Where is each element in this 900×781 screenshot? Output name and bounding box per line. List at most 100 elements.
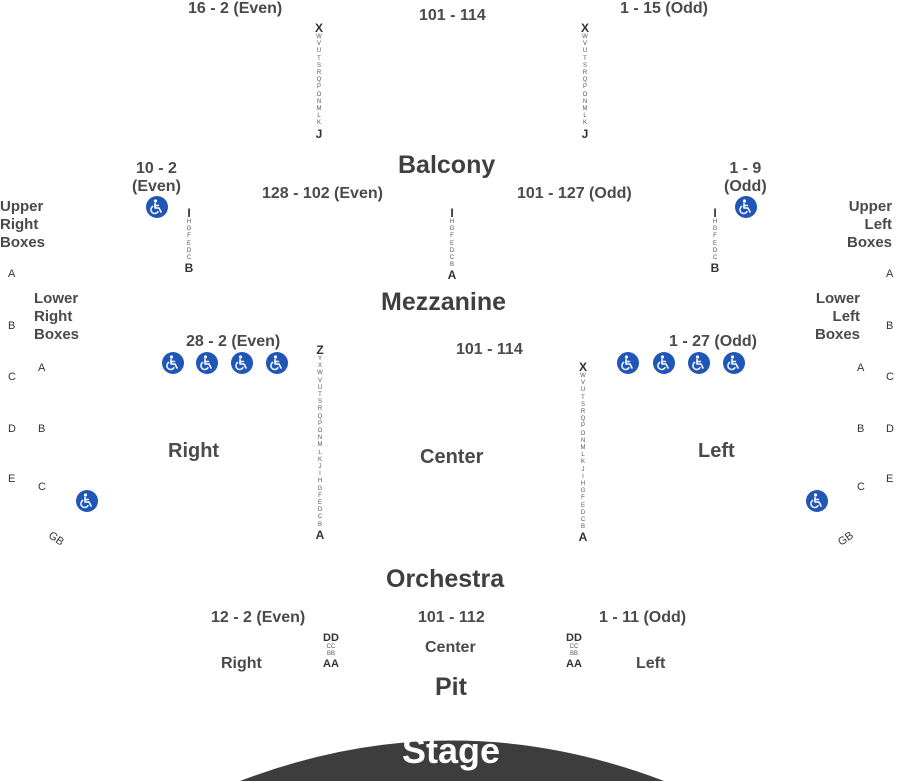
box-row-label: D [886,423,894,435]
row-label: B [580,524,585,531]
row-label: N [580,437,586,444]
row-label: CC [326,644,336,650]
row-label: A [578,530,588,545]
pit-left-aisle-rows: DD CC BB AA [564,632,584,670]
row-label: C [712,255,718,262]
row-label: H [449,219,455,225]
row-label: F [713,233,717,240]
row-label: S [317,399,322,406]
row-label: I [582,473,584,480]
row-label: I [187,206,191,220]
box-label-line: Lower [815,290,861,307]
row-label: V [316,41,321,48]
row-label: O [582,91,588,98]
row-label: R [580,409,586,416]
row-label: F [581,495,585,502]
wheelchair-icon [806,490,828,512]
pit-left-section: Left [636,655,666,672]
row-label: P [317,420,322,427]
row-label: D [317,507,323,514]
row-label: L [317,113,321,120]
pit-right-range: 12 - 2 (Even) [211,609,306,626]
box-label-line: Boxes [815,326,861,343]
row-label: W [316,34,322,40]
box-row-label: B [8,320,16,332]
orchestra-title: Orchestra [386,565,505,593]
balcony-center-range: 101 - 114 [419,7,486,24]
box-label-line: Lower [34,290,79,307]
wheelchair-icon [76,490,98,512]
row-label: G [712,226,718,233]
pit-center-range: 101 - 112 [418,609,485,626]
row-label: G [186,226,192,233]
row-label: N [316,98,322,105]
row-label: H [580,481,586,488]
row-label: O [316,91,322,98]
row-label: E [580,502,585,509]
row-label: I [450,206,454,220]
balcony-right-aisle-rows: X W V U T S R Q P O N M L K J [578,22,592,140]
wheelchair-icon [146,196,168,218]
row-label: L [318,449,322,456]
row-label: E [712,240,717,247]
row-label: DD [323,632,339,644]
lower-right-boxes-label: Lower Right Boxes [34,290,79,344]
row-label: A [315,527,325,542]
row-label: AA [323,658,339,671]
row-label: M [582,106,588,113]
row-label: T [318,392,322,399]
row-label: B [449,262,454,269]
box-label-line: Upper [0,198,44,215]
box-label-line: Boxes [847,234,893,251]
range-line: (Even) [132,178,181,195]
orch-left-range: 1 - 27 (Odd) [669,333,758,350]
row-label: U [317,384,323,391]
row-label: W [582,34,588,40]
row-label: L [583,113,587,120]
row-label: CC [569,644,579,650]
row-label: R [316,70,322,77]
row-label: J [315,126,323,141]
row-label: E [449,240,454,247]
row-label: F [187,233,191,240]
row-label: O [317,428,323,435]
box-label-line: Right [34,308,73,325]
row-label: K [317,456,322,463]
upper-right-boxes-label: Upper Right Boxes [0,198,45,252]
row-label: N [582,98,588,105]
row-label: Q [580,416,586,423]
box-row-label: A [38,362,46,374]
wheelchair-icon [688,352,710,374]
row-label: N [317,435,323,442]
row-label: Y [317,356,322,362]
orch-center-range: 101 - 114 [456,341,523,358]
row-label: D [186,247,192,254]
row-label: Q [316,77,322,84]
orch-right-range: 28 - 2 (Even) [186,333,281,350]
row-label: AA [566,658,582,671]
pit-center-section: Center [425,639,476,656]
range-line: (Odd) [724,178,767,195]
row-label: E [186,240,191,247]
row-label: W [580,373,586,379]
box-row-label: A [886,268,894,280]
mezz-side-left-range: 10 - 2 (Even) [132,160,181,196]
wheelchair-icon [196,352,218,374]
box-row-label: B [886,320,894,332]
row-label: S [582,62,587,69]
balcony-left-range: 16 - 2 (Even) [188,0,283,17]
mezzanine-title: Mezzanine [381,288,507,316]
row-label: Q [582,77,588,84]
row-label: P [582,84,587,91]
box-row-label: D [8,423,16,435]
pit-right-aisle-rows: DD CC BB AA [321,632,341,670]
row-label: C [317,514,323,521]
row-label: U [582,48,588,55]
box-row-label: E [886,473,894,485]
row-label: X [580,21,589,35]
row-label: B [710,261,720,276]
row-label: M [316,106,322,113]
row-label: J [318,464,322,471]
wheelchair-icon [231,352,253,374]
